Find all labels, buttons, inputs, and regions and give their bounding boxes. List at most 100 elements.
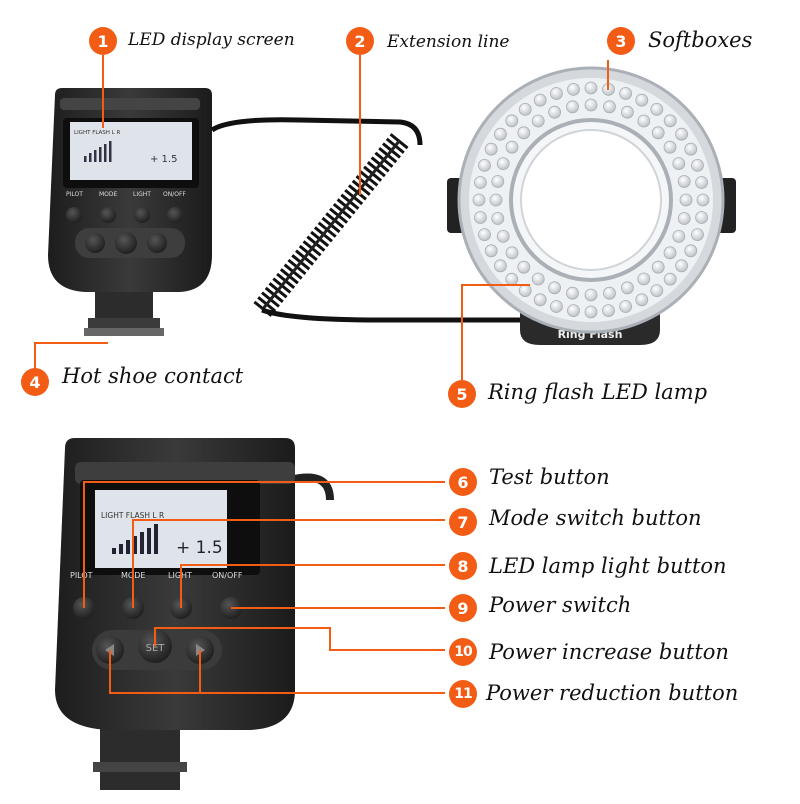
led-dot <box>548 281 561 295</box>
led-dot <box>584 98 598 112</box>
led-dot <box>675 259 688 273</box>
led-dot <box>650 284 664 298</box>
led-dot <box>695 211 708 224</box>
led-dot <box>531 114 545 128</box>
top-mode-button[interactable] <box>100 207 116 223</box>
leader-4 <box>34 342 108 375</box>
led-dot <box>505 272 519 286</box>
callout-label-mode-switch-button: Mode switch button <box>489 506 702 530</box>
callout-badge-1: 1 <box>89 27 117 55</box>
led-dot <box>696 193 710 207</box>
led-dot <box>566 100 579 114</box>
led-dot <box>505 114 519 128</box>
leader-8 <box>180 564 445 608</box>
led-dot <box>567 83 580 96</box>
callout-badge-11: 11 <box>449 680 477 708</box>
led-dot <box>650 103 664 116</box>
led-dot <box>566 286 579 300</box>
led-dot <box>651 126 665 140</box>
led-dot <box>691 228 704 242</box>
leader-10 <box>154 627 445 651</box>
leader-6 <box>83 481 445 608</box>
led-dot <box>663 272 677 286</box>
callout-badge-6: 6 <box>449 468 477 496</box>
callout-badge-10: 10 <box>449 638 477 666</box>
callout-badge-3: 3 <box>607 27 635 55</box>
led-dot <box>677 175 691 188</box>
led-dot <box>491 175 505 188</box>
led-dot <box>518 284 532 298</box>
led-dot <box>489 193 503 207</box>
leader-lines <box>34 55 609 694</box>
led-dot <box>602 304 615 318</box>
callout-label-ring-flash-led-lamp: Ring flash LED lamp <box>488 380 708 404</box>
led-dot <box>684 142 698 156</box>
led-dot <box>672 229 686 243</box>
bottom-controller-unit: LIGHT FLASH L R + 1.5 PILOT MODE LIGHT O… <box>55 438 334 790</box>
label-pilot: PILOT <box>70 571 93 580</box>
top-test-button[interactable] <box>66 207 82 223</box>
led-dot <box>567 304 580 318</box>
led-dot <box>603 286 616 300</box>
top-power-button[interactable] <box>167 207 183 223</box>
leader-7 <box>132 519 445 608</box>
extension-cable <box>210 117 520 323</box>
lcd-top-line: LIGHT FLASH L R <box>101 511 164 520</box>
led-dot <box>491 212 505 225</box>
led-dot <box>684 244 698 258</box>
top-increase-button[interactable] <box>147 233 167 253</box>
lcd-value-small: + 1.5 <box>150 154 177 165</box>
callout-badge-9: 9 <box>449 594 477 622</box>
led-dot <box>493 259 507 273</box>
led-dot <box>584 81 598 95</box>
led-dot <box>473 176 487 189</box>
callout-label-power-increase-button: Power increase button <box>489 640 729 664</box>
led-dot <box>677 212 691 225</box>
callout-label-led-lamp-light-button: LED lamp light button <box>489 554 727 578</box>
led-dot <box>478 158 491 172</box>
led-dot <box>675 127 688 141</box>
led-dot <box>635 293 649 307</box>
led-dot <box>473 211 487 224</box>
led-dot <box>679 193 693 207</box>
led-dot <box>550 300 563 313</box>
led-dot <box>637 114 651 128</box>
lcd-value: + 1.5 <box>176 538 223 558</box>
led-dot <box>621 281 634 295</box>
led-dot <box>584 288 598 302</box>
lcd-screen <box>95 490 227 568</box>
led-dot <box>663 140 677 154</box>
ring-flash: Ring Flash <box>447 66 736 345</box>
led-dot <box>603 100 616 114</box>
led-dot <box>517 260 531 274</box>
led-dot <box>621 105 634 119</box>
top-set-button[interactable] <box>115 232 137 254</box>
callout-label-power-reduction-button: Power reduction button <box>486 681 739 705</box>
led-dot <box>472 193 486 207</box>
label-onoff: ON/OFF <box>212 571 243 580</box>
led-dot <box>584 305 598 319</box>
led-dot <box>517 126 531 140</box>
led-dot <box>505 140 519 154</box>
led-dot <box>635 93 649 107</box>
callout-badge-4: 4 <box>21 368 49 396</box>
callout-label-softboxes: Softboxes <box>648 28 753 52</box>
callout-badge-8: 8 <box>449 552 477 580</box>
led-dot <box>663 114 677 128</box>
led-dot <box>672 157 686 171</box>
callout-label-power-switch: Power switch <box>489 593 632 617</box>
callout-label-led-display-screen: LED display screen <box>128 30 295 50</box>
top-light-button[interactable] <box>134 207 150 223</box>
led-array <box>472 81 710 319</box>
led-dot <box>531 272 545 286</box>
top-decrease-button[interactable] <box>85 233 105 253</box>
led-dot <box>550 87 563 100</box>
led-dot <box>533 93 547 107</box>
callout-label-test-button: Test button <box>489 465 610 489</box>
callout-badge-5: 5 <box>448 380 476 408</box>
led-dot <box>691 158 704 172</box>
set-button-label: SET <box>146 643 166 654</box>
callout-label-extension-line: Extension line <box>387 32 510 52</box>
